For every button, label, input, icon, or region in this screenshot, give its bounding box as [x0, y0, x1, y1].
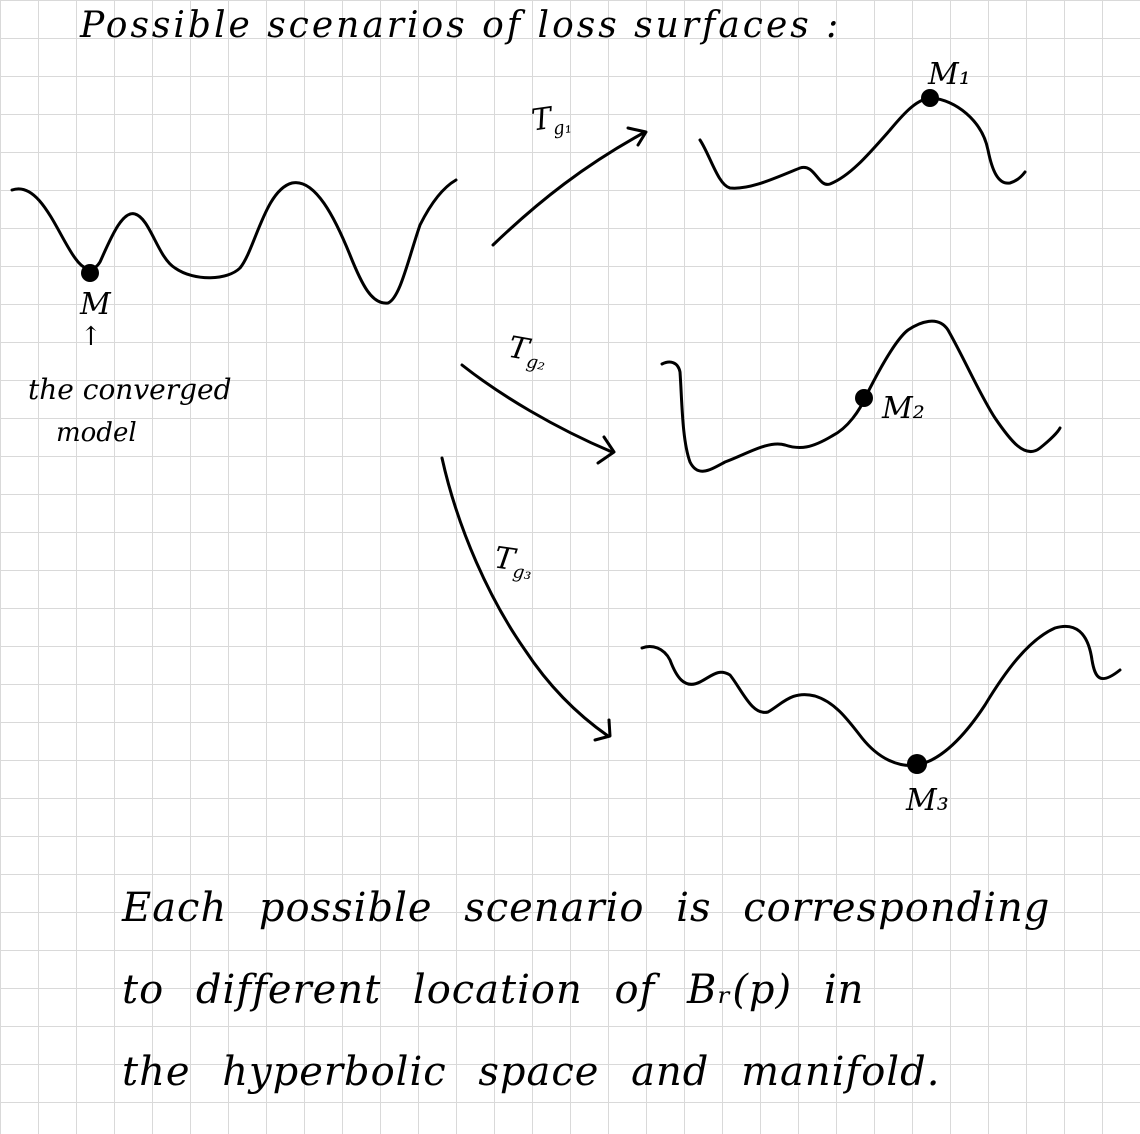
- caption-line-3: the hyperbolic space and manifold.: [122, 1049, 941, 1095]
- result-label-1: M₁: [928, 57, 971, 92]
- converged-point-label: M ↑: [80, 287, 111, 352]
- caption-line-1: Each possible scenario is corresponding: [122, 885, 1051, 931]
- result-point-marker-3: [907, 754, 927, 774]
- transform-label-1: Tg₁: [529, 101, 574, 141]
- transform-label-sub: g₁: [551, 116, 574, 140]
- transform-arrow-3: [440, 456, 612, 742]
- transform-arrow-2: [460, 363, 616, 465]
- loss-curve-1: [698, 96, 1027, 190]
- transform-label-sub: g₃: [511, 561, 533, 585]
- result-label-3: M₃: [906, 783, 949, 818]
- original-loss-curve: [10, 178, 458, 305]
- loss-curve-3: [640, 624, 1122, 768]
- loss-curve-2: [660, 319, 1062, 473]
- up-arrow-icon: ↑: [80, 322, 102, 352]
- converged-point-marker: [81, 264, 99, 282]
- transform-label-sub: g₂: [524, 351, 547, 376]
- caption-line-2: to different location of Bᵣ(p) in: [122, 967, 865, 1013]
- page-title: Possible scenarios of loss surfaces :: [80, 5, 842, 46]
- result-point-marker-1: [921, 89, 939, 107]
- transform-label-main: T: [529, 101, 555, 139]
- transform-label-3: Tg₃: [492, 541, 535, 585]
- result-label-2: M₂: [882, 391, 925, 426]
- result-point-marker-2: [855, 389, 873, 407]
- converged-point-letter: M: [80, 287, 111, 322]
- converged-caption-line-1: the converged: [28, 373, 232, 406]
- transform-label-2: Tg₂: [505, 330, 549, 376]
- transform-arrow-1: [491, 126, 648, 247]
- converged-caption-line-2: model: [56, 418, 137, 448]
